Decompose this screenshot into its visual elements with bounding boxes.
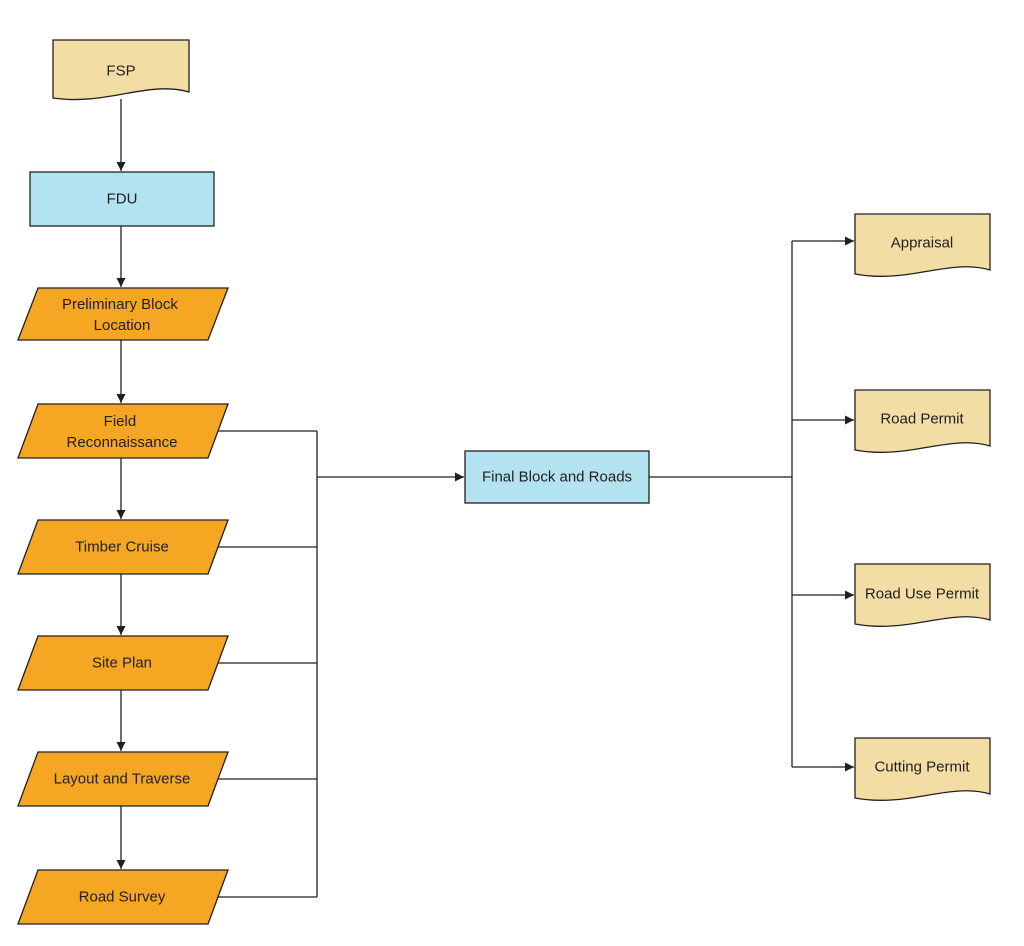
- fdu-process-box: [29, 171, 215, 227]
- field-reconnaissance-label: Field Reconnaissance: [67, 413, 178, 451]
- node-road-permit: Road Permit: [854, 389, 991, 453]
- node-field-reconnaissance: Field Reconnaissance: [17, 403, 229, 459]
- road-use-permit-document-shape: [854, 563, 991, 627]
- road-use-permit-label: Road Use Permit: [865, 586, 980, 603]
- fdu-label: FDU: [107, 191, 138, 208]
- fsp-label: FSP: [106, 63, 135, 80]
- timber-cruise-label: Timber Cruise: [75, 539, 169, 556]
- node-cutting-permit: Cutting Permit: [854, 737, 991, 801]
- cutting-permit-document-shape: [854, 737, 991, 801]
- road-permit-document-shape: [854, 389, 991, 453]
- timber-cruise-parallelogram: [17, 519, 229, 575]
- road-permit-label: Road Permit: [880, 411, 964, 428]
- field-reconnaissance-parallelogram: [17, 403, 229, 459]
- appraisal-document-shape: [854, 213, 991, 277]
- node-fdu: FDU: [29, 171, 215, 227]
- road-survey-label: Road Survey: [79, 889, 166, 906]
- final-block-and-roads-label: Final Block and Roads: [482, 469, 632, 486]
- layout-and-traverse-parallelogram: [17, 751, 229, 807]
- field-reconnaissance-label-line-1: Field: [104, 413, 137, 430]
- field-reconnaissance-label-line-2: Reconnaissance: [67, 434, 178, 451]
- node-timber-cruise: Timber Cruise: [17, 519, 229, 575]
- node-preliminary-block-location: Preliminary Block Location: [17, 287, 229, 341]
- final-block-and-roads-process-box: [464, 450, 650, 504]
- node-road-survey: Road Survey: [17, 869, 229, 925]
- node-fsp: FSP: [52, 39, 190, 101]
- node-layout-and-traverse: Layout and Traverse: [17, 751, 229, 807]
- road-survey-parallelogram: [17, 869, 229, 925]
- site-plan-label: Site Plan: [92, 655, 152, 672]
- fsp-document-shape: [52, 39, 190, 101]
- node-road-use-permit: Road Use Permit: [854, 563, 991, 627]
- node-final-block-and-roads: Final Block and Roads: [464, 450, 650, 504]
- cutting-permit-label: Cutting Permit: [874, 759, 970, 776]
- preliminary-block-location-label-line-1: Preliminary Block: [62, 296, 178, 313]
- appraisal-label: Appraisal: [891, 235, 954, 252]
- layout-and-traverse-label: Layout and Traverse: [54, 771, 191, 788]
- preliminary-block-location-label: Preliminary Block Location: [62, 296, 182, 334]
- preliminary-block-location-label-line-2: Location: [94, 317, 151, 334]
- node-appraisal: Appraisal: [854, 213, 991, 277]
- preliminary-block-location-parallelogram: [17, 287, 229, 341]
- site-plan-parallelogram: [17, 635, 229, 691]
- node-site-plan: Site Plan: [17, 635, 229, 691]
